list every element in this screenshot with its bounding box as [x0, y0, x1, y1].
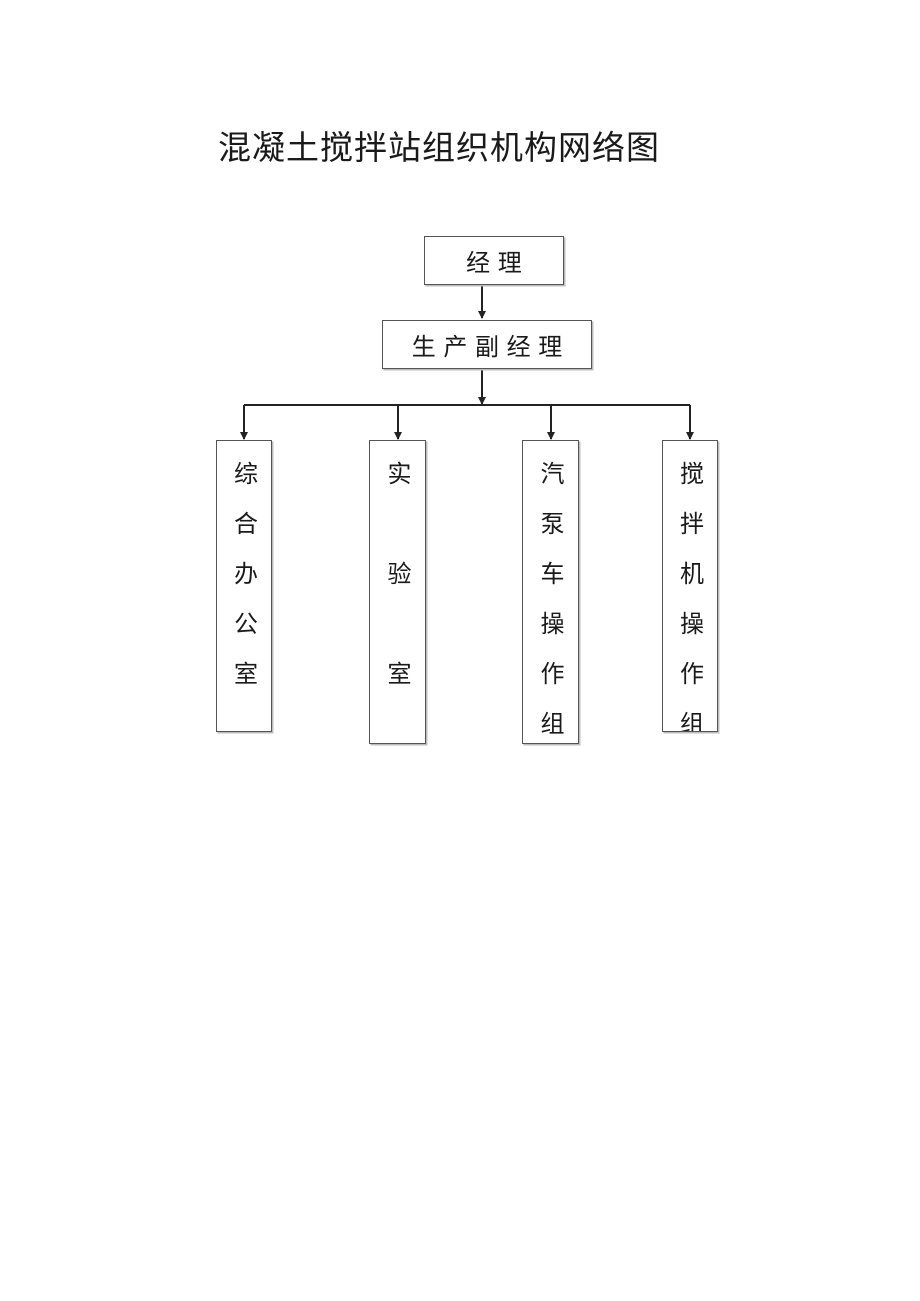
lab-box: 实验室 — [369, 440, 426, 744]
mixer-group-box: 搅拌机操作组 — [662, 440, 718, 732]
office-box: 综合办公室 — [216, 440, 272, 732]
mixer-group-label: 搅拌机操作组 — [675, 461, 704, 732]
page-title: 混凝土搅拌站组织机构网络图 — [218, 128, 660, 167]
pump-group-box: 汽泵车操作组 — [522, 440, 579, 744]
pump-group-label: 汽泵车操作组 — [536, 461, 564, 744]
office-label: 综合办公室 — [229, 461, 258, 711]
manager-label: 经 理 — [466, 249, 522, 277]
manager-box: 经 理 — [424, 236, 564, 285]
deputy-manager-box: 生 产 副 经 理 — [382, 320, 592, 369]
lab-label: 实验室 — [383, 461, 411, 744]
deputy-manager-label: 生 产 副 经 理 — [411, 333, 563, 361]
